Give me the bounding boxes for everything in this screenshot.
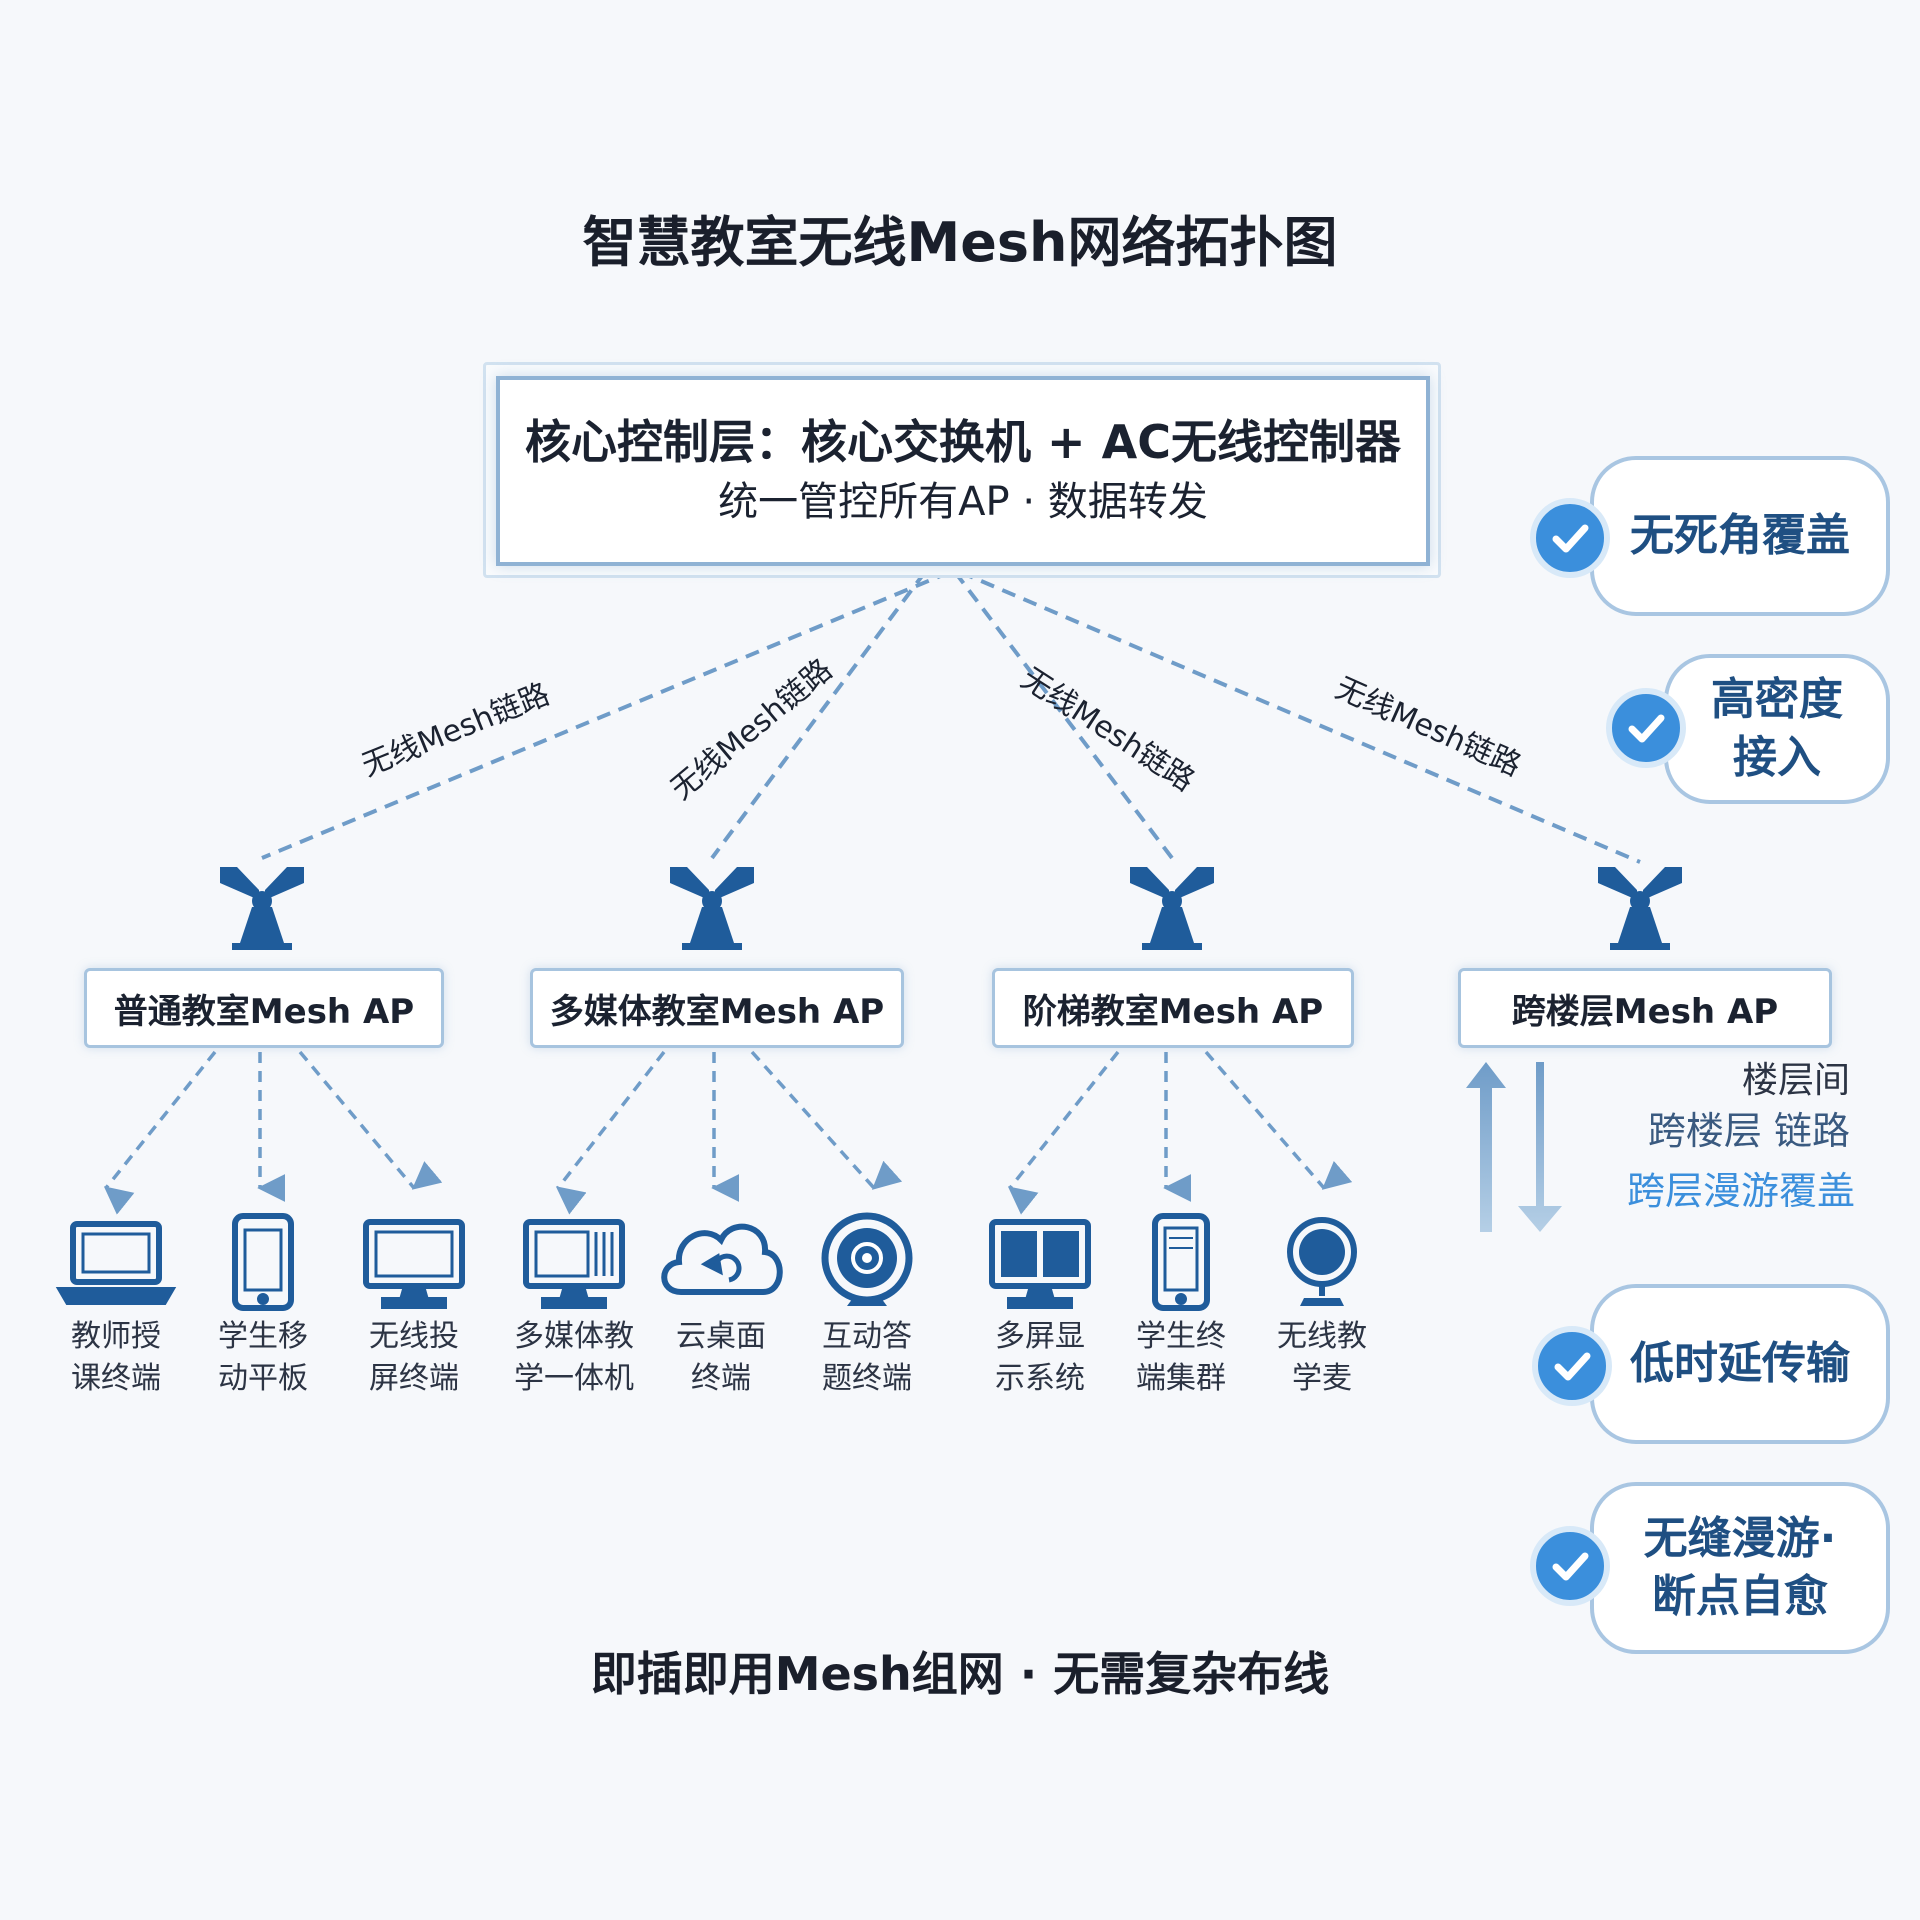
device-label-multimedia-all-in-one: 多媒体教学一体机	[514, 1319, 634, 1396]
cloud-icon	[661, 1223, 783, 1295]
core-layer-title: 核心控制层：核心交换机 + AC无线控制器	[525, 415, 1401, 469]
device-link	[103, 1050, 217, 1215]
device-link	[1007, 1050, 1120, 1215]
footer-caption: 即插即用Mesh组网 · 无需复杂布线	[590, 1647, 1330, 1701]
ap-box-lecture-hall: 阶梯教室Mesh AP	[992, 968, 1354, 1048]
floor-link-line1: 楼层间	[1741, 1060, 1850, 1101]
check-icon	[1530, 498, 1610, 578]
device-link	[1204, 1050, 1353, 1190]
device-label-teacher-terminal: 教师授课终端	[71, 1319, 161, 1396]
all-in-one-icon	[523, 1219, 625, 1309]
device-label-cloud-desktop: 云桌面终端	[676, 1319, 766, 1396]
check-icon	[1606, 688, 1686, 768]
ap-antenna-icon	[1130, 867, 1214, 950]
mesh-link-4	[959, 570, 1641, 864]
floor-link-line2: 跨楼层 链路	[1647, 1109, 1850, 1153]
floor-up-down-arrow-icon	[1466, 1062, 1562, 1232]
device-label-student-cluster: 学生终端集群	[1136, 1319, 1226, 1396]
mesh-link-2	[710, 570, 927, 860]
mesh-link-1	[261, 570, 951, 860]
phone-icon	[1152, 1213, 1210, 1311]
check-icon	[1532, 1326, 1612, 1406]
device-label-student-tablet: 学生移动平板	[218, 1319, 308, 1396]
ap-box-regular-classroom: 普通教室Mesh AP	[84, 968, 444, 1048]
check-icon	[1530, 1526, 1610, 1606]
feature-full-coverage: 无死角覆盖	[1590, 456, 1890, 616]
floor-link-line3: 跨层漫游覆盖	[1626, 1169, 1855, 1213]
ap-antenna-icon	[670, 867, 754, 950]
feature-seamless-roaming: 无缝漫游·断点自愈	[1590, 1482, 1890, 1654]
ap-box-multimedia-classroom: 多媒体教室Mesh AP	[530, 968, 904, 1048]
feature-low-latency: 低时延传输	[1590, 1284, 1890, 1444]
tablet-icon	[232, 1213, 294, 1311]
monitor-icon	[363, 1219, 465, 1309]
multi-screen-icon	[989, 1219, 1091, 1309]
ap-box-cross-floor: 跨楼层Mesh AP	[1458, 968, 1832, 1048]
core-layer-subtitle: 统一管控所有AP · 数据转发	[718, 479, 1208, 525]
feature-high-density: 高密度接入	[1664, 654, 1890, 804]
laptop-icon	[55, 1221, 177, 1305]
device-label-multi-screen: 多屏显示系统	[995, 1319, 1085, 1396]
microphone-icon	[1287, 1217, 1357, 1306]
core-layer-box: 核心控制层：核心交换机 + AC无线控制器 统一管控所有AP · 数据转发	[496, 376, 1430, 566]
webcam-icon	[821, 1212, 913, 1306]
device-label-answer-terminal: 互动答题终端	[822, 1319, 912, 1396]
diagram-title: 智慧教室无线Mesh网络拓扑图	[582, 211, 1338, 274]
device-link	[555, 1050, 666, 1215]
device-link	[750, 1050, 903, 1190]
device-label-projection-terminal: 无线投屏终端	[369, 1319, 459, 1396]
device-link	[298, 1050, 443, 1190]
device-label-wireless-mic: 无线教学麦	[1277, 1319, 1367, 1396]
ap-antenna-icon	[220, 867, 304, 950]
ap-antenna-icon	[1598, 867, 1682, 950]
mesh-link-3	[953, 570, 1174, 860]
